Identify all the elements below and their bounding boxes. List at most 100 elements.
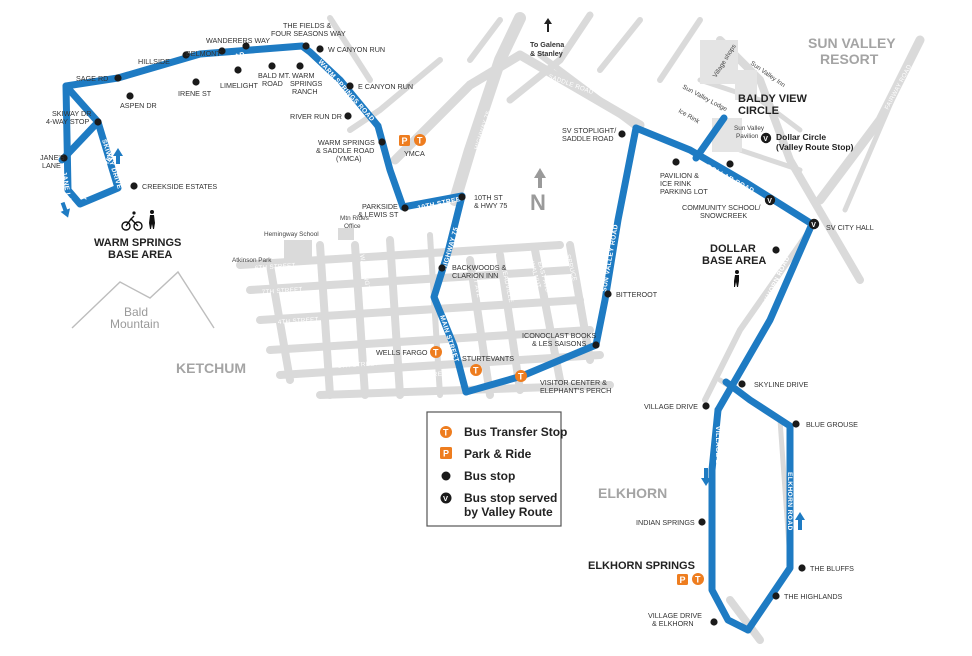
stop-warm-springs-ranch[interactable] [296, 62, 304, 70]
stop-the-fields[interactable] [302, 42, 310, 50]
stop-w-canyon-run[interactable] [316, 45, 324, 53]
label-highlands: THE HIGHLANDS [784, 592, 843, 601]
stop-sage-rd[interactable] [114, 74, 122, 82]
label-belmont: BELMONT [186, 49, 221, 58]
stop-pavilion-2[interactable] [726, 160, 734, 168]
svg-text:T: T [417, 136, 423, 146]
transfer-elkhorn[interactable]: T [692, 573, 704, 585]
transfer-visitor-center[interactable]: T [515, 370, 527, 382]
stop-dollar-base[interactable] [772, 246, 780, 254]
svg-text:V: V [767, 198, 772, 205]
label-pavilion-1: PAVILION & [660, 171, 699, 180]
label-sage-rd: SAGE RD [76, 74, 108, 83]
label-iconoclast-2: & LES SAISONS [532, 339, 587, 348]
stop-pavilion[interactable] [672, 158, 680, 166]
valley-stop-community-school[interactable]: V [764, 194, 776, 206]
stop-bald-mt-road[interactable] [268, 62, 276, 70]
legend-park-ride: P Park & Ride [440, 447, 532, 461]
park-ride-elkhorn[interactable]: P [677, 574, 688, 585]
valley-stop-city-hall[interactable]: V [808, 218, 820, 230]
label-visitor-1: VISITOR CENTER & [540, 378, 607, 387]
label-tenth-1: 10TH ST [474, 193, 503, 202]
transfer-ymca[interactable]: T [414, 134, 426, 146]
stop-backwoods[interactable] [438, 264, 446, 272]
stop-parkside[interactable] [401, 204, 409, 212]
bus-stop-icon [441, 471, 451, 481]
valley-stop-icon [440, 492, 452, 504]
label-janes-1: JANE'S [40, 153, 65, 162]
stop-sv-stoplight[interactable] [618, 130, 626, 138]
area-sun-valley-2: RESORT [820, 51, 879, 67]
bald-mountain-outline [71, 270, 215, 329]
stop-creekside-estates[interactable] [130, 182, 138, 190]
stop-e-canyon-run[interactable] [346, 82, 354, 90]
bald-label-1: Bald [124, 305, 148, 319]
valley-stop-dollar-circle[interactable]: V [760, 132, 772, 144]
stop-janes-lane[interactable] [60, 154, 68, 162]
label-fields-1: THE FIELDS & [283, 21, 332, 30]
label-creekside: CREEKSIDE ESTATES [142, 182, 217, 191]
bald-label-2: Mountain [110, 317, 159, 331]
label-wanderers-way: WANDERERS WAY [206, 36, 270, 45]
stop-skyline[interactable] [738, 380, 746, 388]
stop-village-drive-elkhorn[interactable] [710, 618, 718, 626]
transfer-wells-fargo[interactable]: T [430, 346, 442, 358]
stop-the-highlands[interactable] [772, 592, 780, 600]
label-community-1: COMMUNITY SCHOOL/ [682, 203, 761, 212]
sixth-street-label: 6TH STREET [255, 262, 296, 272]
stop-the-bluffs[interactable] [798, 564, 806, 572]
recreation-icons [121, 210, 739, 287]
label-bald-mt-2: ROAD [262, 79, 283, 88]
svg-text:T: T [518, 372, 524, 382]
label-skiway-1: SKIWAY DR [52, 109, 91, 118]
label-river-run-dr: RIVER RUN DR [290, 112, 342, 121]
label-hillside: HILLSIDE [138, 57, 170, 66]
label-parkside-2: & LEWIS ST [358, 210, 399, 219]
stop-river-run-dr[interactable] [344, 112, 352, 120]
label-wsr-3: RANCH [292, 87, 318, 96]
stop-wanderers-way[interactable] [242, 42, 250, 50]
label-limelight: LIMELIGHT [220, 81, 259, 90]
transfer-sturtevants[interactable]: T [470, 364, 482, 376]
svg-text:T: T [433, 348, 439, 358]
label-wsr-1: WARM [292, 71, 315, 80]
stop-blue-grouse[interactable] [792, 420, 800, 428]
stop-irene-st[interactable] [192, 78, 200, 86]
label-w-canyon-run: W CANYON RUN [328, 45, 385, 54]
park-ride-ymca[interactable]: P [399, 135, 410, 146]
arrow-up-icon [544, 18, 552, 32]
stop-hillside[interactable] [182, 51, 190, 59]
label-bitteroot: BITTEROOT [616, 290, 658, 299]
stop-bitteroot[interactable] [604, 290, 612, 298]
label-ymca-stop-3: (YMCA) [336, 154, 362, 163]
stop-skiway-dr[interactable] [94, 118, 102, 126]
arrow-up-icon [795, 512, 805, 530]
label-village-drive: VILLAGE DRIVE [644, 402, 698, 411]
label-ymca-stop-1: WARM SPRINGS [318, 138, 375, 147]
label-bald-mt-1: BALD MT. [258, 71, 290, 80]
valley-route-stops: V V V [760, 132, 820, 230]
label-janes-2: LANE [42, 161, 61, 170]
stop-limelight[interactable] [234, 66, 242, 74]
fourth-street-label: 4TH STREET [278, 316, 319, 326]
galena-pointer: To Galena & Stanley [530, 18, 565, 58]
stop-aspen-dr[interactable] [126, 92, 134, 100]
label-community-2: SNOWCREEK [700, 211, 747, 220]
svg-text:T: T [695, 575, 701, 585]
legend-valley-label-2: by Valley Route [464, 505, 553, 519]
label-aspen-dr: ASPEN DR [120, 101, 157, 110]
legend-valley: V Bus stop served by Valley Route [440, 491, 557, 519]
stop-warm-springs-saddle[interactable] [378, 138, 386, 146]
legend-transfer: T Bus Transfer Stop [440, 425, 567, 439]
label-wsr-2: SPRINGS [290, 79, 323, 88]
stop-iconoclast[interactable] [592, 341, 600, 349]
legend-transfer-label: Bus Transfer Stop [464, 425, 567, 439]
area-elkhorn: ELKHORN [598, 485, 667, 501]
stop-indian-springs[interactable] [698, 518, 706, 526]
stop-belmont[interactable] [218, 47, 226, 55]
stop-village-drive[interactable] [702, 402, 710, 410]
hiker-icon [149, 210, 155, 229]
label-indian-springs: INDIAN SPRINGS [636, 518, 695, 527]
stop-10th-st[interactable] [458, 193, 466, 201]
